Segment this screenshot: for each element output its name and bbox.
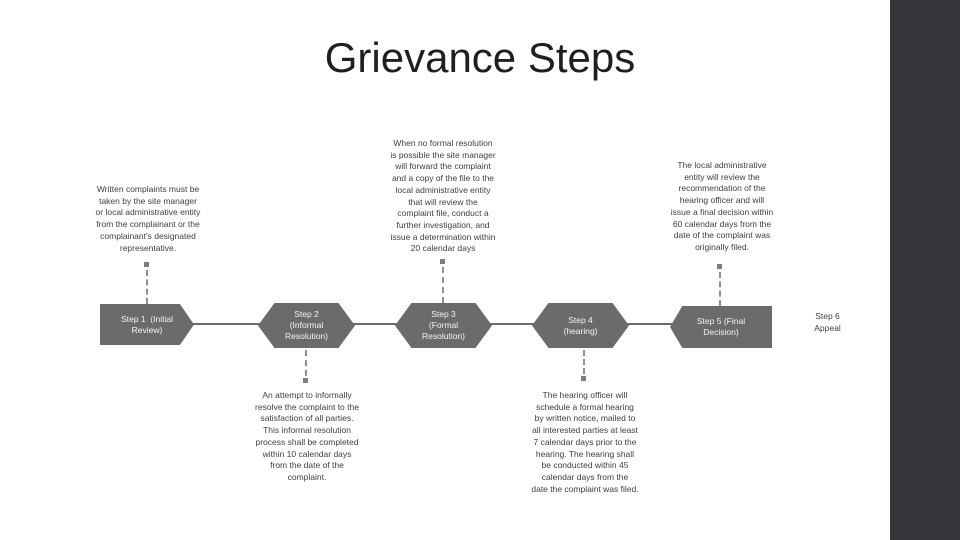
page-title: Grievance Steps [324, 34, 636, 81]
step-3-shape: Step 3 (Formal Resolution) [395, 303, 492, 348]
dashed-connector-step-2 [305, 350, 307, 376]
note-above-step-1: Written complaints must be taken by the … [95, 184, 201, 253]
note-below-step-4: The hearing officer will schedule a form… [531, 390, 639, 494]
dashed-connector-step-5 [719, 272, 721, 306]
step-5-shape: Step 5 (Final Decision) [670, 306, 772, 348]
step-1-shape: Step 1 (Initial Review) [100, 304, 194, 345]
timeline-segment-3 [490, 323, 534, 325]
note-below-step-2: An attempt to informally resolve the com… [255, 390, 359, 482]
step-2-shape: Step 2 (Informal Resolution) [258, 303, 355, 348]
dashed-connector-step-1 [146, 270, 148, 304]
connector-endpoint-square-4 [581, 376, 586, 381]
connector-endpoint-square-2 [303, 378, 308, 383]
connector-endpoint-square-1 [144, 262, 149, 267]
timeline-segment-1 [192, 323, 260, 325]
step-4-shape: Step 4 (hearing) [532, 303, 629, 348]
timeline-segment-4 [627, 323, 672, 325]
note-above-step-5: The local administrative entity will rev… [670, 160, 774, 252]
connector-endpoint-square-3 [440, 259, 445, 264]
note-above-step-3: When no formal resolution is possible th… [390, 138, 496, 254]
connector-endpoint-square-5 [717, 264, 722, 269]
timeline-segment-2 [353, 323, 397, 325]
dashed-connector-step-4 [583, 350, 585, 374]
dashed-connector-step-3 [442, 267, 444, 303]
sidebar-accent-bar [890, 0, 960, 540]
step-6-label: Step 6 Appeal [814, 311, 841, 333]
